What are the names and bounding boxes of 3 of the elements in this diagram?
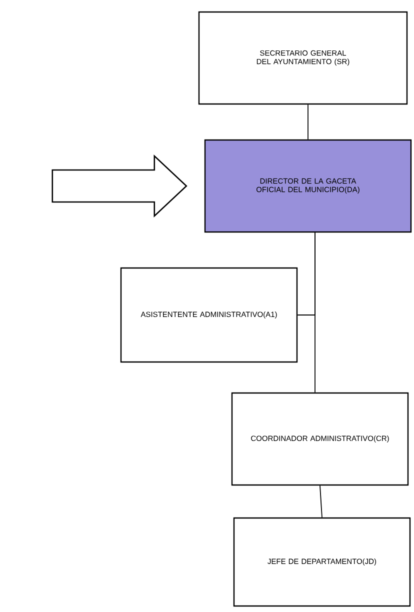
connector-line: [297, 232, 316, 316]
connector-line: [320, 485, 322, 518]
block-arrow: [52, 154, 188, 218]
